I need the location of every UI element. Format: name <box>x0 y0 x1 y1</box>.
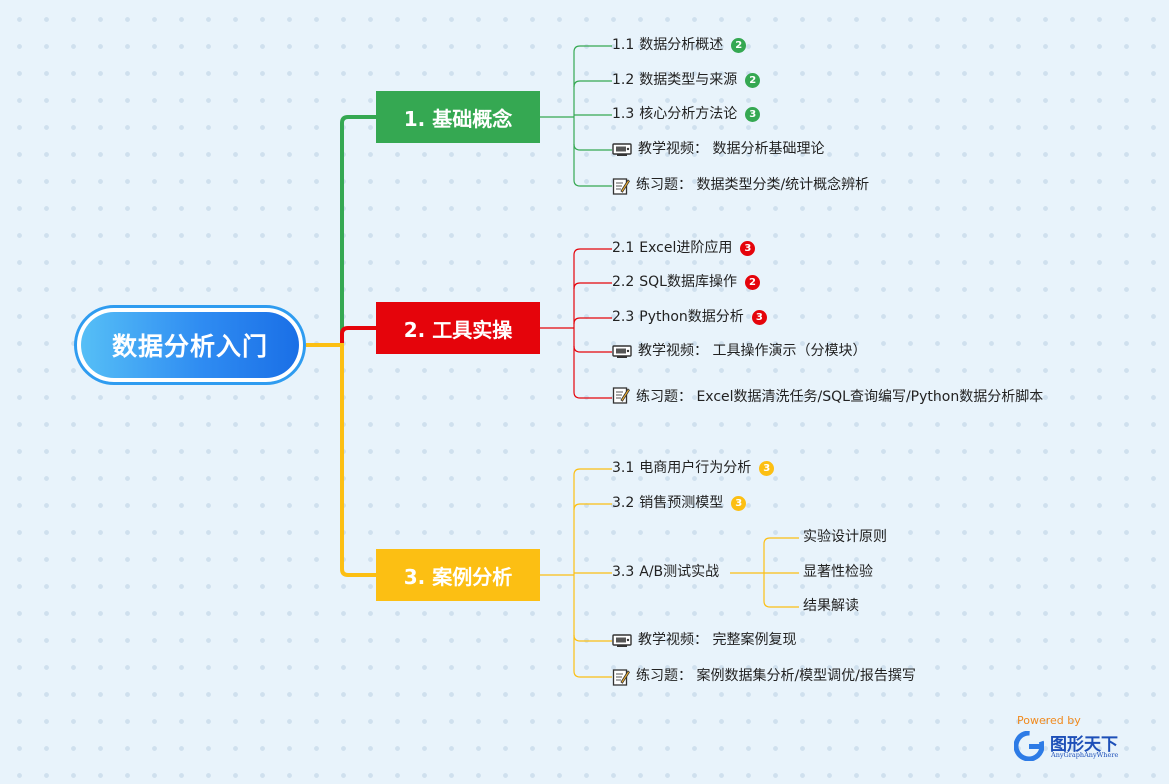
leaf-connector <box>573 670 612 678</box>
topic-number: 3.1 <box>612 460 635 476</box>
topic-label: 销售预测模型 <box>639 495 724 511</box>
subtopic-item[interactable]: 结果解读 <box>803 598 859 614</box>
video-lesson-item[interactable]: 教学视频： 工具操作演示（分模块） <box>612 342 866 361</box>
topic-number: 3.2 <box>612 495 635 511</box>
priority-badge: 3 <box>740 241 756 256</box>
sub-connector <box>763 537 799 545</box>
priority-badge: 3 <box>751 310 767 325</box>
priority-badge: 3 <box>731 496 747 511</box>
subtopic-item[interactable]: 实验设计原则 <box>803 529 887 545</box>
exercise-item[interactable]: 练习题： 数据类型分类/统计概念辨析 <box>612 176 869 195</box>
branch-connector-1 <box>306 115 376 347</box>
branch-connector-3 <box>306 343 376 577</box>
topic-label: 练习题： Excel数据清洗任务/SQL查询编写/Python数据分析脚本 <box>636 389 1044 405</box>
sub-connector <box>763 600 799 608</box>
topic-number: 2.3 <box>612 309 635 325</box>
topic-label: 练习题： 数据类型分类/统计概念辨析 <box>636 177 870 193</box>
anygraph-logo-icon <box>1014 731 1044 761</box>
topic-label: SQL数据库操作 <box>639 274 737 290</box>
powered-by-text: Powered by <box>1017 714 1081 727</box>
topic-label: 电商用户行为分析 <box>639 460 752 476</box>
topic-number: 1.1 <box>612 37 635 53</box>
leaf-connector <box>573 391 612 399</box>
branch-connector-2 <box>306 326 376 347</box>
priority-badge: 3 <box>745 107 761 122</box>
root-node[interactable]: 数据分析入门 <box>74 305 306 385</box>
topic-number: 2.1 <box>612 240 635 256</box>
topic-label: Python数据分析 <box>639 309 744 325</box>
topic-label: 教学视频： 工具操作演示（分模块） <box>638 343 867 359</box>
video-icon <box>612 633 632 647</box>
topic-number: 1.3 <box>612 106 635 122</box>
priority-badge: 2 <box>731 38 747 53</box>
video-lesson-item[interactable]: 教学视频： 完整案例复现 <box>612 631 796 650</box>
topic-label: Excel进阶应用 <box>639 240 733 256</box>
leaf-connector <box>573 634 612 642</box>
logo-name: 图形天下 <box>1050 735 1118 755</box>
topic-label: 练习题： 案例数据集分析/模型调优/报告撰写 <box>636 668 916 684</box>
topic-label: 教学视频： 数据分析基础理论 <box>638 141 825 157</box>
memo-icon <box>612 668 630 686</box>
leaf-connector <box>573 317 612 325</box>
branch-basic-concepts[interactable]: 1. 基础概念 <box>376 91 540 143</box>
video-icon <box>612 344 632 358</box>
powered-by-logo: Powered by 图形天下 AnyGraphAnyWhere <box>1014 714 1144 764</box>
leaf-connector <box>573 45 612 53</box>
video-icon <box>612 142 632 156</box>
video-lesson-item[interactable]: 教学视频： 数据分析基础理论 <box>612 140 824 159</box>
priority-badge: 3 <box>759 461 775 476</box>
exercise-item[interactable]: 练习题： Excel数据清洗任务/SQL查询编写/Python数据分析脚本 <box>612 387 1082 408</box>
topic-label: 数据分析概述 <box>639 37 724 53</box>
priority-badge: 2 <box>745 73 761 88</box>
leaf-connector <box>573 248 612 256</box>
leaf-connector <box>573 345 612 353</box>
topic-number: 3.3 <box>612 564 635 580</box>
topic-number: 1.2 <box>612 72 635 88</box>
branch-tool-practice[interactable]: 2. 工具实操 <box>376 302 540 354</box>
leaf-connector <box>573 143 612 151</box>
topic-label: 数据类型与来源 <box>639 72 738 88</box>
topic-label: 核心分析方法论 <box>639 106 738 122</box>
logo-subtitle: AnyGraphAnyWhere <box>1051 751 1119 759</box>
branch-case-analysis[interactable]: 3. 案例分析 <box>376 549 540 601</box>
priority-badge: 2 <box>744 275 760 290</box>
leaf-connector <box>573 468 612 476</box>
topic-label: A/B测试实战 <box>639 564 720 580</box>
subtopic-item[interactable]: 显著性检验 <box>803 564 873 580</box>
leaf-connector <box>573 80 612 88</box>
leaf-connector <box>573 503 612 511</box>
root-title: 数据分析入门 <box>81 312 299 378</box>
topic-label: 教学视频： 完整案例复现 <box>638 632 797 648</box>
memo-icon <box>612 387 630 404</box>
exercise-item[interactable]: 练习题： 案例数据集分析/模型调优/报告撰写 <box>612 667 916 686</box>
topic-number: 2.2 <box>612 274 635 290</box>
leaf-connector <box>573 179 612 187</box>
leaf-connector <box>573 282 612 290</box>
memo-icon <box>612 177 630 195</box>
